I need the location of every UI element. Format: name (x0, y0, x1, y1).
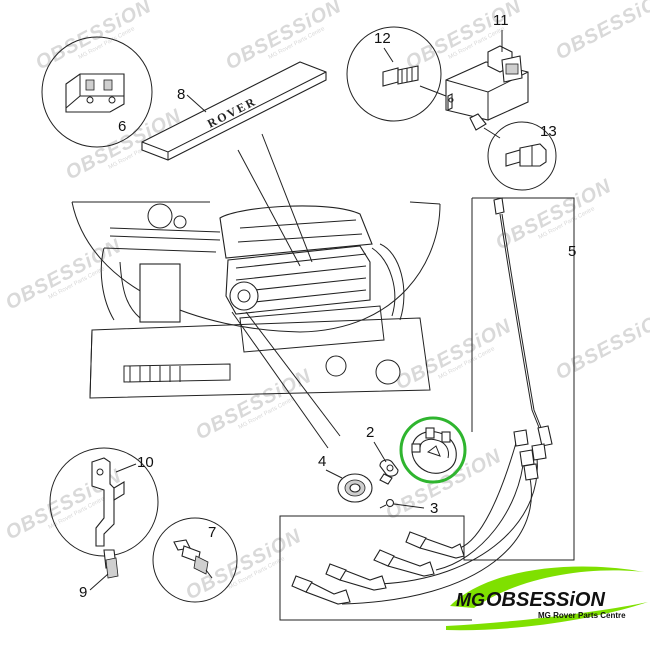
part-5-ht-leads (291, 197, 553, 605)
logo-subtitle: MG Rover Parts Centre (538, 611, 626, 620)
logo-swoosh (450, 566, 644, 608)
logo-mark: MG (456, 590, 485, 610)
watermark-text: OBSESSiON (222, 0, 345, 74)
watermark-text: OBSESSiON (492, 175, 615, 254)
callout-7: 7 (208, 524, 216, 541)
callout-11: 11 (493, 12, 509, 29)
part-12-bolt (346, 26, 442, 122)
callout-6: 6 (118, 118, 126, 135)
part-6-bracket (41, 36, 153, 148)
watermark-text: OBSESSiON (2, 235, 125, 314)
engine-bay-illustration (71, 201, 441, 399)
watermark-text: OBSESSiON (552, 0, 650, 64)
part-9-sensor (103, 549, 119, 579)
part-1-distributor-cap (399, 416, 467, 484)
lead-set-frame (279, 197, 575, 621)
highlight-circle (399, 416, 467, 484)
part-8-cover-plate: ROVER (141, 61, 327, 161)
part-13-bolt (483, 121, 557, 191)
watermark-text: OBSESSiON (192, 365, 315, 444)
callout-3: 3 (430, 500, 438, 517)
part-3-screw (379, 498, 395, 509)
part-7-spark-plug (152, 517, 238, 603)
callout-5: 5 (568, 243, 576, 260)
logo-title: OBSESSiON (486, 589, 605, 611)
watermark-text: OBSESSiON (392, 315, 515, 394)
callout-10: 10 (137, 454, 154, 471)
callout-8: 8 (177, 86, 185, 103)
callout-12: 12 (374, 30, 391, 47)
callout-2: 2 (366, 424, 374, 441)
part-10-bracket (49, 447, 159, 557)
obsession-logo: MG OBSESSiON MG Rover Parts Centre (446, 566, 648, 631)
callout-9: 9 (79, 584, 87, 601)
part-11-coil-bracket (419, 45, 529, 131)
part-4-seal (337, 473, 373, 503)
part-2-rotor-arm (379, 459, 399, 485)
watermark-text: OBSESSiON (552, 305, 650, 384)
callout-13: 13 (540, 123, 557, 140)
callout-4: 4 (318, 453, 326, 470)
